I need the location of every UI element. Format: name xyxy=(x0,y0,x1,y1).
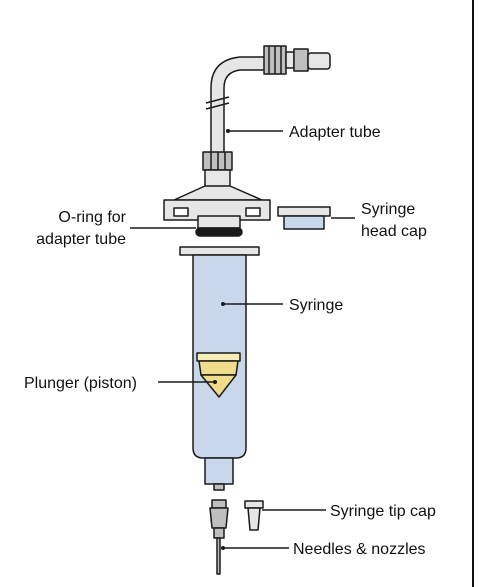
label-plunger: Plunger (piston) xyxy=(24,375,137,392)
label-needles: Needles & nozzles xyxy=(293,541,426,558)
leader-lines xyxy=(130,130,355,549)
label-head-cap-line1: Syringe xyxy=(361,201,415,218)
label-syringe: Syringe xyxy=(289,297,343,314)
adapter-head xyxy=(163,169,271,229)
label-oring-line2: adapter tube xyxy=(36,231,126,248)
label-head-cap-line2: head cap xyxy=(361,223,427,240)
quick-connector xyxy=(263,45,331,75)
syringe-head-cap xyxy=(277,206,331,230)
label-oring-line1: O-ring for xyxy=(58,209,126,226)
plunger xyxy=(196,352,241,398)
adapter-tube xyxy=(205,56,269,160)
o-ring xyxy=(195,227,243,237)
tube-nut xyxy=(202,151,233,171)
page-border-line xyxy=(472,0,474,587)
label-tip-cap: Syringe tip cap xyxy=(330,503,436,520)
label-adapter-tube: Adapter tube xyxy=(289,124,381,141)
syringe-tip-cap xyxy=(244,500,264,531)
needle-nozzle xyxy=(209,499,229,575)
leader-dots xyxy=(213,129,230,550)
